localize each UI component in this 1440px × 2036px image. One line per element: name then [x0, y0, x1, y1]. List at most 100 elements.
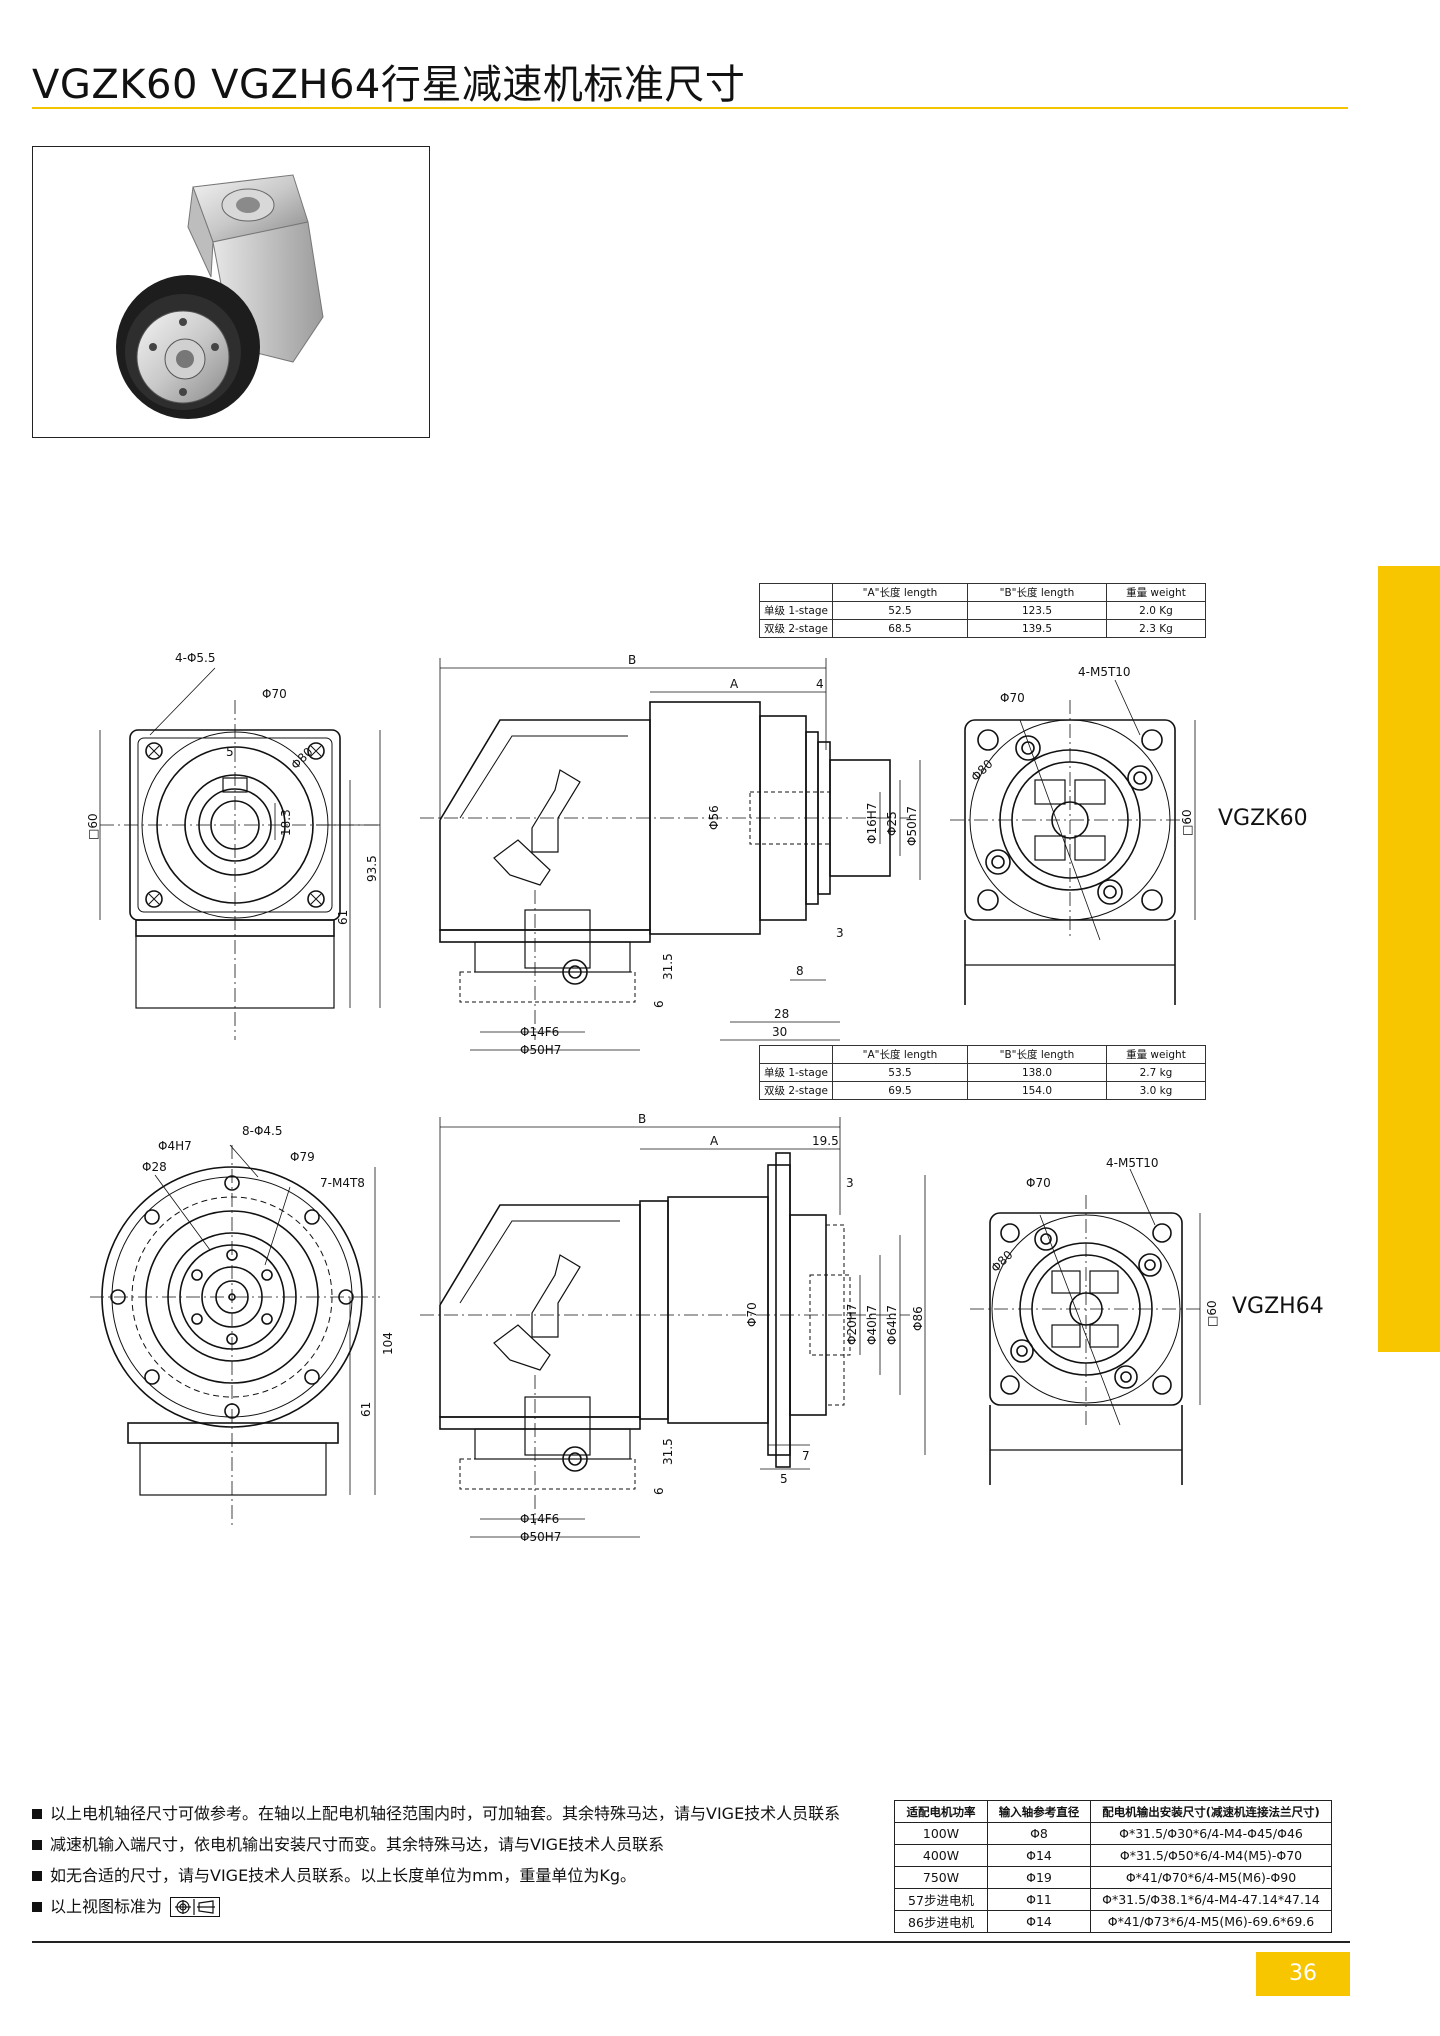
- dim-28: 28: [774, 1007, 789, 1021]
- dim-7: 7: [802, 1449, 810, 1463]
- dim-phi20h7: Φ20H7: [845, 1304, 859, 1345]
- spec-table-vgzk60: "A"长度 length "B"长度 length 重量 weight 单级 1…: [759, 583, 1206, 638]
- weight-value: 2.7 kg: [1105, 1063, 1206, 1082]
- header-b-length: "B"长度 length: [966, 1045, 1107, 1064]
- dim-m5: 4-M5T10: [1078, 665, 1131, 679]
- dim-104: 104: [381, 1332, 395, 1355]
- model-label-vgzh64: VGZH64: [1232, 1294, 1324, 1319]
- dim-30: 30: [772, 1025, 787, 1039]
- vgzk60-rear-view: [950, 679, 1196, 1005]
- note-item: 减速机输入端尺寸，依电机输出安装尺寸而变。其余特殊马达，请与VIGE技术人员联系: [32, 1829, 872, 1860]
- vgzh64-drawings: Φ4H7 8-Φ4.5 Φ79 Φ28 7-M4T8 104 61: [80, 1105, 1340, 1555]
- bullet-square-icon: [32, 1870, 42, 1881]
- page-number: 36: [1256, 1952, 1350, 1996]
- header-input-shaft: 输入轴参考直径: [987, 1800, 1091, 1823]
- weight-value: 2.3 Kg: [1105, 619, 1206, 638]
- dim-sq60: □60: [86, 813, 100, 840]
- dim-holes8: 8-Φ4.5: [242, 1124, 283, 1138]
- dim-sq60-rear: □60: [1180, 809, 1194, 836]
- dim-A: A: [730, 677, 739, 691]
- header-motor-power: 适配电机功率: [894, 1800, 988, 1823]
- vgzh64-side-view: [420, 1117, 926, 1538]
- dim-B: B: [638, 1112, 646, 1126]
- dim-6: 6: [652, 1000, 666, 1008]
- product-photo: [32, 146, 430, 438]
- motor-adapter-table: 适配电机功率 输入轴参考直径 配电机输出安装尺寸(减速机连接法兰尺寸) 100W…: [894, 1800, 1332, 1933]
- notes-list: 以上电机轴径尺寸可做参考。在轴以上配电机轴径范围内时，可加轴套。其余特殊马达，请…: [32, 1798, 872, 1922]
- dim-holes: 4-Φ5.5: [175, 651, 216, 665]
- table-row: 双级 2-stage 69.5 154.0 3.0 kg: [759, 1081, 1206, 1100]
- projection-symbol-icon: [170, 1896, 221, 1917]
- side-tab: [1378, 566, 1440, 1352]
- header-flange: 配电机输出安装尺寸(减速机连接法兰尺寸): [1090, 1800, 1332, 1823]
- weight-value: 3.0 kg: [1105, 1081, 1206, 1100]
- bullet-square-icon: [32, 1839, 42, 1850]
- dim-phi28: Φ28: [142, 1160, 167, 1174]
- model-label-vgzk60: VGZK60: [1218, 806, 1308, 831]
- dim-18-3: 18.3: [279, 809, 293, 836]
- dim-5: 5: [780, 1472, 788, 1486]
- dim-61: 61: [336, 910, 350, 925]
- dim-phi16h7: Φ16H7: [865, 803, 879, 844]
- dim-phi40h7: Φ40h7: [865, 1305, 879, 1345]
- gearbox-illustration: [116, 174, 324, 419]
- vgzh64-rear-view: [970, 1168, 1201, 1485]
- dim-A: A: [710, 1134, 719, 1148]
- dim-phi14f6: Φ14F6: [520, 1025, 559, 1039]
- vgzk60-drawings: 4-Φ5.5 Φ70 Φ80 5 18.3 □60 93.5 61: [80, 640, 1340, 1070]
- header-b-length: "B"长度 length: [966, 583, 1107, 602]
- dim-phi70: Φ70: [262, 687, 287, 701]
- dim-phi80: Φ80: [288, 745, 315, 772]
- b-value: 139.5: [966, 619, 1107, 638]
- dim-3: 3: [846, 1176, 854, 1190]
- dim-phi14f6: Φ14F6: [520, 1512, 559, 1526]
- dim-phi70-rear: Φ70: [1000, 691, 1025, 705]
- dim-m5: 4-M5T10: [1106, 1156, 1159, 1170]
- note-item: 以上电机轴径尺寸可做参考。在轴以上配电机轴径范围内时，可加轴套。其余特殊马达，请…: [32, 1798, 872, 1829]
- dim-phi70-rear: Φ70: [1026, 1176, 1051, 1190]
- dim-phi56: Φ56: [707, 805, 721, 830]
- row-label: 双级 2-stage: [759, 619, 833, 638]
- spec-table-vgzh64: "A"长度 length "B"长度 length 重量 weight 单级 1…: [759, 1045, 1206, 1100]
- dim-3: 3: [836, 926, 844, 940]
- bullet-square-icon: [32, 1901, 42, 1912]
- dim-8: 8: [796, 964, 804, 978]
- dim-6: 6: [652, 1487, 666, 1495]
- header-a-length: "A"长度 length: [831, 583, 968, 602]
- dim-61: 61: [359, 1402, 373, 1417]
- a-value: 52.5: [831, 601, 968, 620]
- dim-phi50H7: Φ50H7: [520, 1043, 561, 1057]
- dim-phi79: Φ79: [290, 1150, 315, 1164]
- dim-19-5: 19.5: [812, 1134, 839, 1148]
- weight-value: 2.0 Kg: [1105, 601, 1206, 620]
- table-row: 双级 2-stage 68.5 139.5 2.3 Kg: [759, 619, 1206, 638]
- vgzk60-side-view: [420, 658, 921, 1051]
- dim-m4: 7-M4T8: [320, 1176, 365, 1190]
- table-row: 单级 1-stage 52.5 123.5 2.0 Kg: [759, 601, 1206, 620]
- dim-5: 5: [226, 745, 234, 759]
- vgzh64-front-view: [90, 1144, 380, 1525]
- row-label: 单级 1-stage: [759, 601, 833, 620]
- title-underline: [32, 107, 1348, 109]
- dim-phi50h7: Φ50h7: [905, 806, 919, 846]
- header-blank: [759, 583, 833, 602]
- a-value: 69.5: [831, 1081, 968, 1100]
- dim-sq60-rear: □60: [1205, 1300, 1219, 1327]
- dim-phi70: Φ70: [745, 1302, 759, 1327]
- header-a-length: "A"长度 length: [831, 1045, 968, 1064]
- dim-B: B: [628, 653, 636, 667]
- a-value: 68.5: [831, 619, 968, 638]
- dim-phi80-rear: Φ80: [968, 757, 995, 784]
- dim-4: 4: [816, 677, 824, 691]
- row-label: 单级 1-stage: [759, 1063, 833, 1082]
- dim-phi50H7: Φ50H7: [520, 1530, 561, 1544]
- note-item: 如无合适的尺寸，请与VIGE技术人员联系。以上长度单位为mm，重量单位为Kg。: [32, 1860, 872, 1891]
- page-title: VGZK60 VGZH64行星减速机标准尺寸: [32, 62, 746, 108]
- b-value: 154.0: [966, 1081, 1107, 1100]
- dim-31-5: 31.5: [661, 953, 675, 980]
- note-item: 以上视图标准为: [32, 1891, 872, 1922]
